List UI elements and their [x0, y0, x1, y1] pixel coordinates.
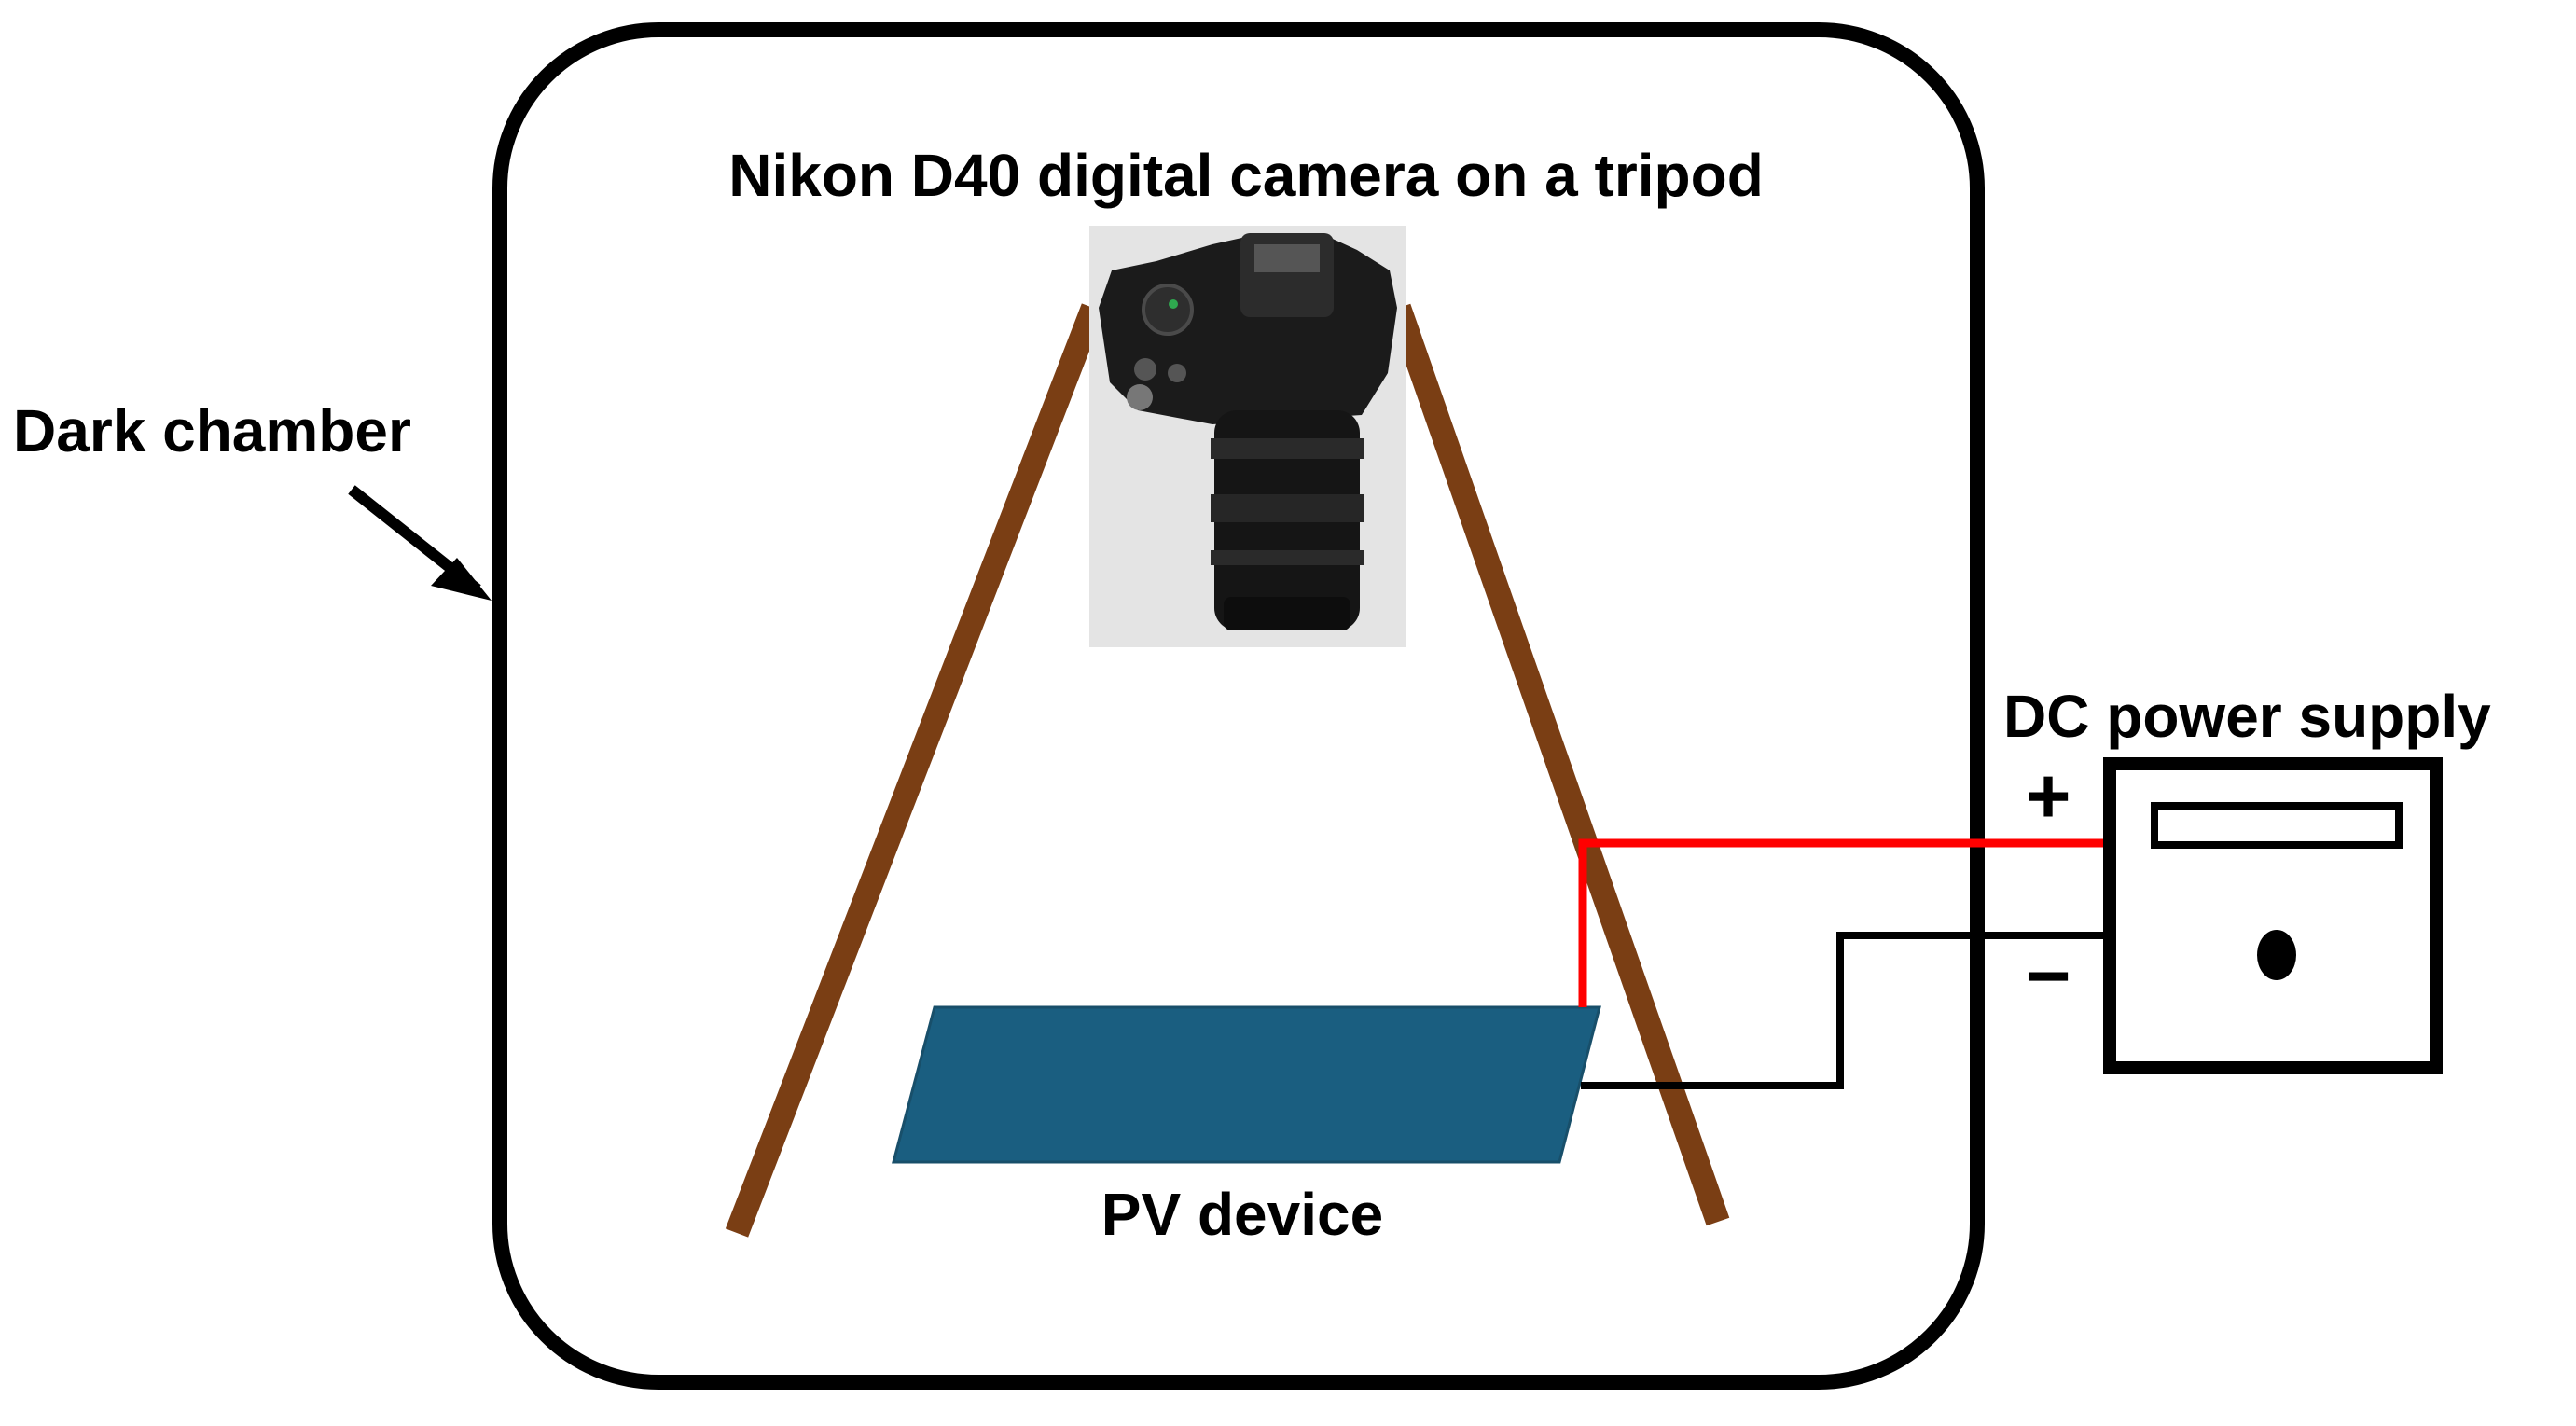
camera-label: Nikon D40 digital camera on a tripod — [728, 142, 1764, 209]
dark-chamber-outline — [492, 22, 1985, 1390]
negative-wire — [1581, 932, 2108, 1089]
plus-sign: + — [2025, 752, 2070, 839]
pv-device-panel — [892, 1005, 1601, 1164]
positive-wire — [1578, 838, 2108, 1007]
minus-sign: − — [2025, 932, 2070, 1019]
tripod-leg-left — [725, 303, 1105, 1238]
power-supply-label: DC power supply — [2003, 683, 2491, 750]
camera-photo — [1089, 226, 1406, 647]
tripod-leg-right — [1387, 303, 1730, 1226]
knob-icon — [2257, 930, 2296, 980]
power-supply-display — [2151, 802, 2403, 849]
arrow-icon — [348, 485, 492, 601]
chamber-label: Dark chamber — [13, 397, 411, 464]
pv-device-label: PV device — [1101, 1181, 1383, 1248]
